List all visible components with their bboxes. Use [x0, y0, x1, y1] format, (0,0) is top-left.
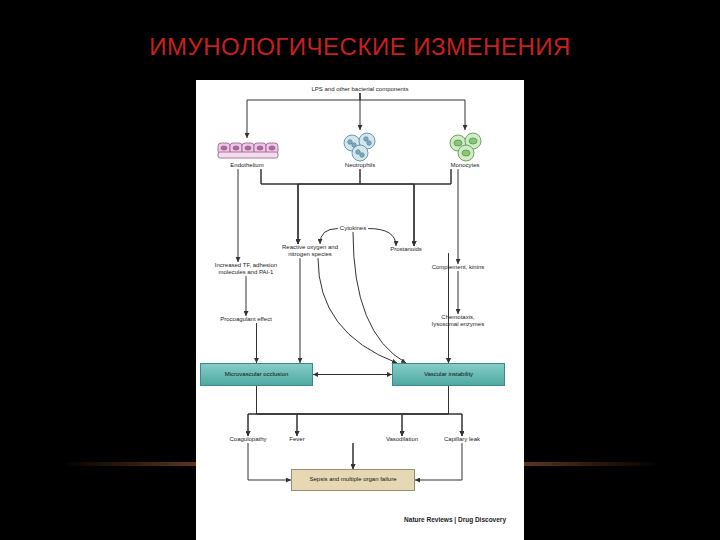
- node-text: Cytokines: [340, 225, 366, 232]
- flow-arrow: [449, 386, 462, 436]
- cell-node: Neutrophils: [342, 130, 378, 169]
- node-text: Increased TF, adhesion molecules and PAI…: [210, 262, 282, 276]
- node-text: Endothelium: [216, 162, 278, 169]
- flow-arrow: [261, 169, 414, 246]
- flow-arrow: [313, 374, 392, 375]
- flow-arrow: [360, 93, 465, 130]
- flow-arrow: [458, 169, 459, 264]
- flow-text: LPS and other bacterial components: [311, 86, 408, 93]
- flow-arrow: [298, 169, 451, 244]
- flow-arrow: [368, 229, 396, 246]
- flow-arrow: [360, 169, 414, 246]
- flow-arrow: [256, 323, 257, 363]
- node-text: LPS and other bacterial components: [311, 86, 408, 93]
- node-text: Microvascular occlusion: [225, 371, 289, 378]
- slide-title: ИМУНОЛОГИЧЕСКИЕ ИЗМЕНЕНИЯ: [0, 33, 720, 61]
- flow-arrow: [238, 169, 239, 262]
- flow-arrow: [261, 169, 298, 244]
- node-text: Vascular instability: [424, 371, 473, 378]
- flow-arrow: [248, 443, 291, 480]
- flow-arrow: [257, 386, 462, 436]
- node-text: Procoagulant effect: [220, 316, 272, 323]
- flow-text: Vasodilation: [386, 436, 418, 443]
- flow-text: Chemotaxis, lysosomal enzymes: [428, 314, 488, 328]
- flow-arrow: [415, 443, 462, 480]
- flow-text: Reactive oxygen and nitrogen species: [277, 244, 343, 258]
- flow-arrow: [414, 169, 451, 246]
- flow-arrow: [247, 93, 360, 138]
- node-text: Complement, kinins: [432, 264, 485, 271]
- flow-arrow: [298, 169, 360, 244]
- node-text: Sepsis and multiple organ failure: [309, 476, 396, 483]
- flow-arrow: [448, 328, 449, 363]
- monocyte-cells: [450, 133, 481, 161]
- flow-arrow: [246, 276, 247, 316]
- endothelium-cells: [218, 143, 278, 158]
- flow-text: Fever: [289, 436, 304, 443]
- flow-text: Coagulopathy: [229, 436, 266, 443]
- flow-arrow: [248, 386, 257, 436]
- neutrophil-cells: [344, 133, 375, 161]
- flow-arrow: [318, 258, 397, 363]
- node-text: Monocytes: [447, 162, 483, 169]
- node-text: Reactive oxygen and nitrogen species: [277, 244, 343, 258]
- flow-text: Procoagulant effect: [220, 316, 272, 323]
- flow-arrow: [297, 386, 449, 436]
- flow-arrow: [320, 229, 338, 244]
- node-text: Neutrophils: [342, 162, 378, 169]
- process-box: Sepsis and multiple organ failure: [291, 469, 415, 491]
- flow-text: Cytokines: [340, 225, 366, 232]
- node-text: Prostanoids: [390, 246, 422, 253]
- flow-arrow: [257, 386, 403, 436]
- process-box: Vascular instability: [392, 363, 505, 386]
- node-text: Capillary leak: [444, 436, 480, 443]
- node-text: Fever: [289, 436, 304, 443]
- flow-arrow: [248, 386, 449, 436]
- cell-node: Monocytes: [447, 130, 483, 169]
- flow-text: Prostanoids: [390, 246, 422, 253]
- cell-node: Endothelium: [216, 138, 278, 169]
- flow-arrow: [402, 386, 449, 436]
- node-text: Coagulopathy: [229, 436, 266, 443]
- flow-arrow: [300, 258, 301, 363]
- flow-arrow: [257, 386, 298, 436]
- flow-arrow: [458, 271, 459, 314]
- flow-text: Capillary leak: [444, 436, 480, 443]
- source-credit: Nature Reviews | Drug Discovery: [404, 516, 506, 523]
- flow-arrow: [353, 443, 354, 469]
- node-text: Vasodilation: [386, 436, 418, 443]
- flow-arrow: [353, 443, 354, 469]
- flow-text: Increased TF, adhesion molecules and PAI…: [210, 262, 282, 276]
- flow-text: Complement, kinins: [432, 264, 485, 271]
- process-box: Microvascular occlusion: [200, 363, 313, 386]
- node-text: Chemotaxis, lysosomal enzymes: [428, 314, 488, 328]
